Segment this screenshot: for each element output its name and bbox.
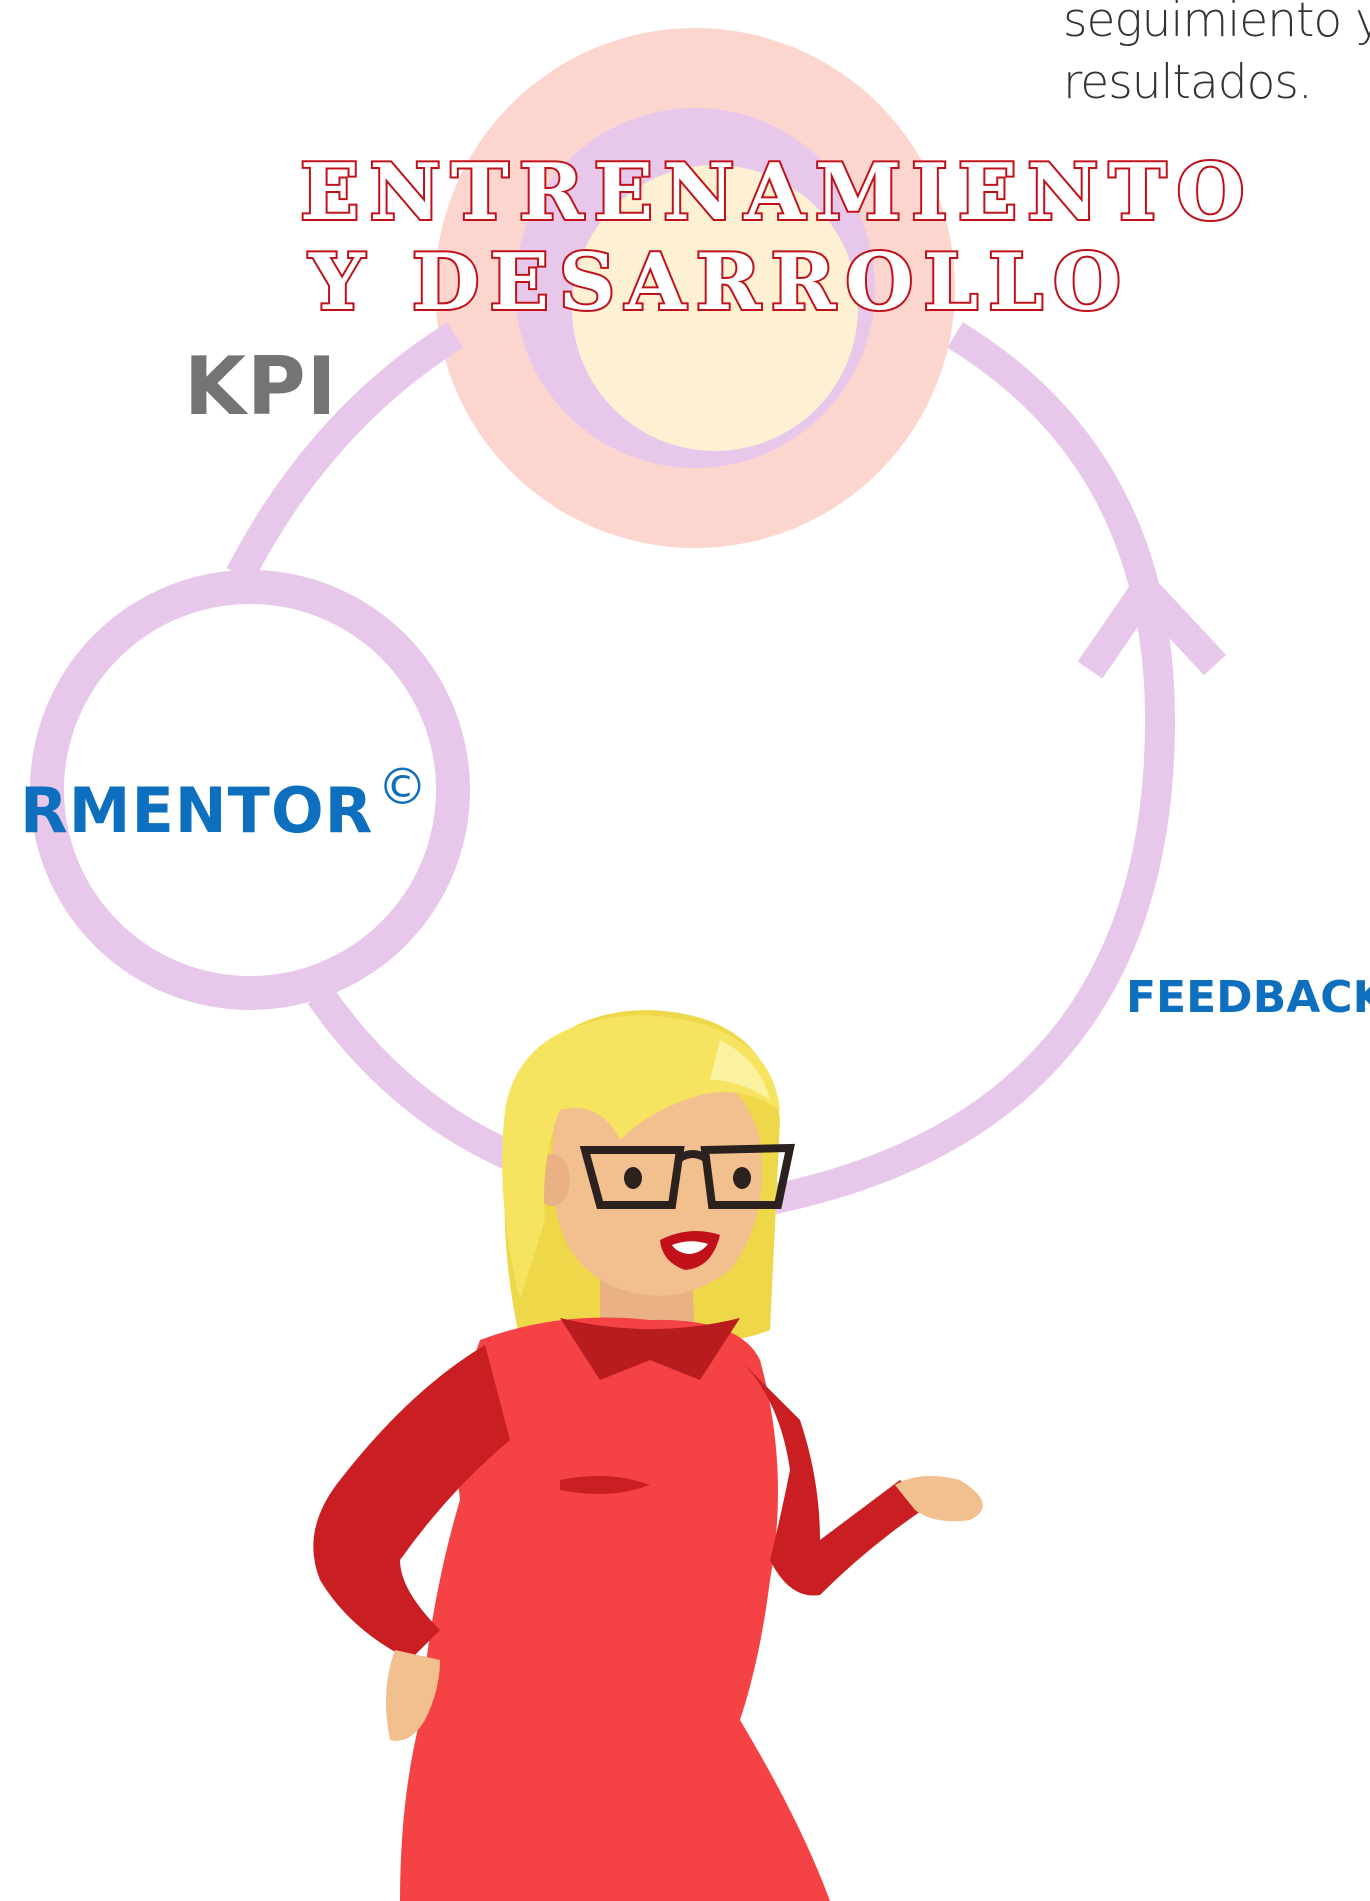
corner-description-text: seguimiento y e resultados. <box>1063 0 1370 114</box>
kpi-label: KPI <box>184 340 338 433</box>
mentor-label: RMENTOR <box>20 774 374 847</box>
hair-front <box>502 1015 780 1300</box>
corner-text-line-2: resultados. <box>1063 55 1313 110</box>
cycle-arc-left-lower <box>307 986 526 1174</box>
collar <box>560 1318 740 1380</box>
title-line-2: Y DESARROLLO <box>307 236 1131 330</box>
cycle-arc-left-upper <box>226 322 463 582</box>
glasses-icon <box>579 1143 795 1209</box>
dress <box>400 1317 830 1901</box>
copyright-icon: © <box>377 758 429 816</box>
diagram-title: ENTRENAMIENTO Y DESARROLLO <box>298 146 1255 330</box>
feedback-label: FEEDBACK <box>1126 972 1370 1023</box>
cycle-ring <box>226 322 1176 1215</box>
left-node-circle <box>30 570 470 1010</box>
cycle-arrow-icon <box>1077 566 1226 679</box>
mentor-label-group: RMENTOR© <box>20 758 428 847</box>
top-node <box>435 28 955 548</box>
title-line-1: ENTRENAMIENTO <box>298 146 1255 240</box>
left-hand <box>386 1650 440 1741</box>
corner-text-line-1: seguimiento y e <box>1063 0 1370 48</box>
right-hand <box>895 1476 983 1522</box>
right-arm-sleeve <box>740 1360 930 1596</box>
top-node-core <box>572 165 858 451</box>
cycle-arc-right <box>766 322 1176 1215</box>
presenter-woman-illustration <box>313 1010 983 1901</box>
left-arm-sleeve <box>313 1345 510 1660</box>
